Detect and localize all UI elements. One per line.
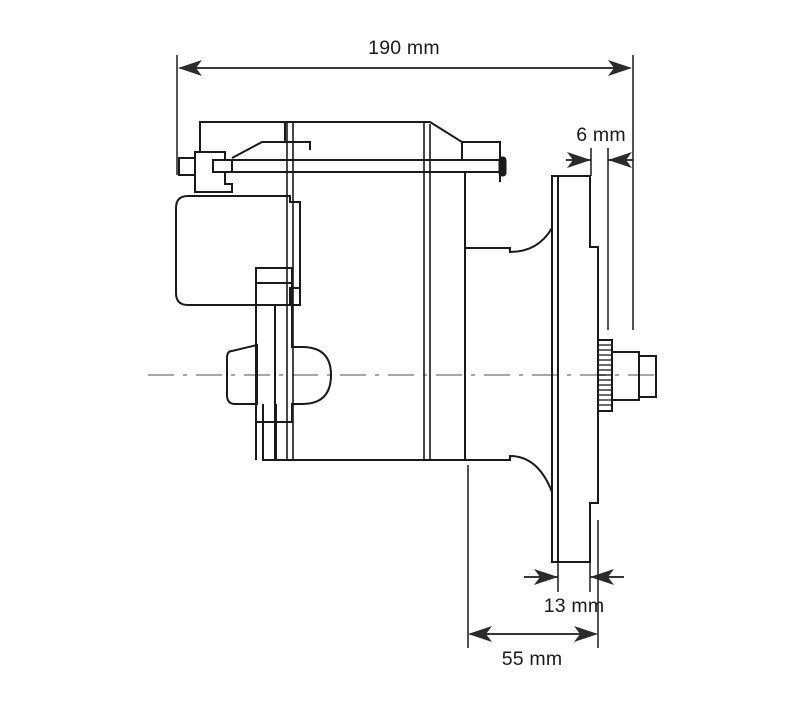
solenoid-housing: [175, 195, 301, 306]
dimension-label-13: 13 mm: [544, 595, 605, 617]
dimension-label-55: 55 mm: [502, 648, 563, 670]
drive-housing-lower: [465, 454, 558, 563]
arrowhead-13-left: [534, 569, 558, 585]
commutator-end-cap: [462, 141, 501, 160]
arrowhead-55-right: [574, 626, 598, 642]
motor-yoke-top: [285, 121, 463, 160]
pinion-shaft-end: [639, 355, 657, 398]
terminal-boss: [255, 282, 333, 423]
motor-yoke-left-wall: [275, 288, 301, 306]
solenoid-shoulder-chamfer: [231, 141, 285, 159]
motor-yoke-body: [274, 172, 466, 461]
arrowhead-190-left: [178, 60, 202, 76]
pinion-shaft-mid: [612, 351, 640, 401]
arrowhead-13-right: [590, 569, 614, 585]
tie-bolt-bar: [212, 159, 501, 173]
arrowhead-190-right: [608, 60, 632, 76]
boss-top-collar: [255, 267, 293, 283]
arrowhead-55-left: [468, 626, 492, 642]
battery-terminal-stud: [498, 156, 507, 177]
drive-nose-block: [226, 343, 258, 405]
starter-motor-outline: [175, 121, 657, 563]
drive-housing-upper: [465, 175, 558, 254]
solenoid-side-tab: [178, 157, 195, 176]
dimension-label-190: 190 mm: [368, 37, 440, 59]
dimension-mounting-depth: 55 mm: [467, 465, 599, 670]
pinion-spline-teeth: [598, 344, 612, 406]
solenoid-to-motor-bridge: [199, 121, 311, 152]
arrowhead-6-left: [567, 152, 591, 168]
dimension-flange-plate-width: 13 mm: [524, 563, 624, 617]
mounting-flange-plate: [557, 175, 599, 563]
boss-lower-post: [262, 404, 277, 461]
arrowhead-6-right: [608, 152, 632, 168]
dimension-label-6: 6 mm: [576, 124, 626, 146]
dimension-overall-length: 190 mm: [176, 37, 634, 330]
dimension-flange-thickness: 6 mm: [566, 124, 633, 330]
